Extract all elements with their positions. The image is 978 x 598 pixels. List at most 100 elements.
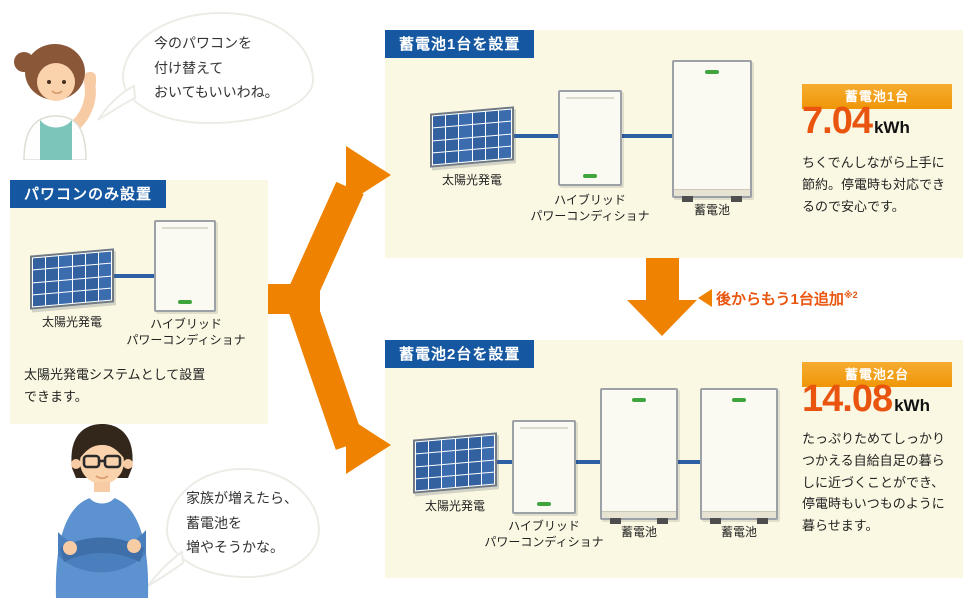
solar-cell xyxy=(416,453,429,466)
solar-cell xyxy=(446,126,459,139)
solar-cell xyxy=(455,462,468,475)
solar-cell xyxy=(429,440,442,453)
solar-cell xyxy=(46,256,59,269)
solar-cell xyxy=(72,278,85,291)
solar-cell xyxy=(498,146,511,159)
solar-panel-icon xyxy=(430,106,514,168)
solar-cell xyxy=(33,269,46,282)
power-conditioner-icon xyxy=(512,420,576,514)
connector-line xyxy=(676,460,704,464)
solar-panel-icon xyxy=(413,432,497,494)
power-conditioner-label: ハイブリッド パワーコンディショナ xyxy=(484,519,604,550)
add-later-text: 後からもう1台追加 xyxy=(716,291,844,308)
solar-cell xyxy=(455,474,468,487)
brand-logo-mark xyxy=(705,70,719,74)
battery-unit-icon xyxy=(600,388,678,524)
solar-cell xyxy=(468,461,481,474)
solar-cell xyxy=(459,149,472,163)
capacity-badge: 蓄電池1台 xyxy=(802,84,952,109)
solar-panel-icon xyxy=(30,248,114,310)
brand-logo-mark xyxy=(732,398,746,402)
brand-logo-mark xyxy=(632,398,646,402)
solar-cell xyxy=(485,135,498,148)
solar-cell xyxy=(446,150,459,164)
battery-label: 蓄電池 xyxy=(693,203,730,217)
battery-base xyxy=(674,189,750,196)
battery-foot xyxy=(710,518,721,524)
solar-cell xyxy=(429,476,442,490)
solar-cell xyxy=(46,268,59,281)
solar-cell xyxy=(485,122,498,136)
battery-unit-icon xyxy=(700,388,778,524)
solar-cell xyxy=(33,294,46,307)
solar-cell xyxy=(481,447,494,461)
solar-cell xyxy=(485,110,498,124)
power-conditioner-label: ハイブリッド パワーコンディショナ xyxy=(530,193,650,224)
solar-cell xyxy=(98,288,111,301)
solar-cell xyxy=(442,451,455,464)
solar-cell xyxy=(33,281,46,295)
solar-cell xyxy=(455,450,468,463)
speech-bubble-woman: 今のパワコンを 付け替えて おいてもいいわね。 xyxy=(122,12,314,124)
speech-bubble-tail-icon xyxy=(97,84,136,121)
solar-cell xyxy=(442,439,455,452)
battery-foot xyxy=(731,196,742,202)
capacity-unit: kWh xyxy=(873,118,910,137)
battery-foot xyxy=(682,196,693,202)
panel-title-two-batteries: 蓄電池2台を設置 xyxy=(385,340,535,368)
solar-cell xyxy=(459,113,472,126)
speech-bubble-man: 家族が増えたら、 蓄電池を 増やそうかな。 xyxy=(166,468,320,578)
solar-cell xyxy=(468,448,481,462)
solar-panel-label: 太陽光発電 xyxy=(41,315,102,329)
solar-cell xyxy=(468,473,481,486)
solar-cell xyxy=(481,460,494,473)
brand-logo-mark xyxy=(583,174,597,178)
connector-line xyxy=(620,134,676,138)
power-conditioner-icon xyxy=(558,90,622,186)
solar-cell xyxy=(455,437,468,451)
solar-cell xyxy=(98,263,111,277)
solar-cell xyxy=(481,472,494,485)
solar-grid xyxy=(33,251,111,307)
solar-cell xyxy=(498,134,511,147)
man-character-illustration xyxy=(55,424,149,598)
solar-cell xyxy=(46,292,59,306)
battery-foot xyxy=(757,518,768,524)
solar-cell xyxy=(59,267,72,280)
add-later-callout: 後からもう1台追加※2 xyxy=(716,288,858,309)
solar-cell xyxy=(46,280,59,294)
solar-cell xyxy=(416,478,429,491)
brand-logo-mark xyxy=(537,502,551,506)
solar-panel-label: 太陽光発電 xyxy=(441,173,502,187)
solar-cell xyxy=(416,441,429,454)
battery-foot xyxy=(657,518,668,524)
solar-cell xyxy=(498,109,511,122)
solar-cell xyxy=(59,279,72,292)
panel-title-one-battery: 蓄電池1台を設置 xyxy=(385,30,535,58)
solar-cell xyxy=(416,465,429,479)
solar-grid xyxy=(433,109,511,165)
solar-panel-label: 太陽光発電 xyxy=(424,499,485,513)
capacity-unit: kWh xyxy=(894,396,930,415)
pv-only-description: 太陽光発電システムとして設置 できます。 xyxy=(24,367,206,404)
solar-cell xyxy=(98,251,111,264)
vent-line xyxy=(566,97,614,99)
speech-bubble-woman-text: 今のパワコンを 付け替えて おいてもいいわね。 xyxy=(154,35,279,100)
solar-cell xyxy=(85,277,98,290)
solar-cell xyxy=(472,124,485,137)
vent-line xyxy=(161,227,209,229)
solar-cell xyxy=(459,137,472,150)
solar-cell xyxy=(98,276,111,289)
solar-cell xyxy=(429,452,442,465)
battery-label: 蓄電池 xyxy=(620,525,657,539)
solar-cell xyxy=(429,464,442,478)
solar-cell xyxy=(59,291,72,305)
solar-cell xyxy=(59,255,72,268)
callout-pointer-icon xyxy=(698,289,712,307)
solar-cell xyxy=(85,264,98,278)
solar-cell xyxy=(72,290,85,303)
solar-cell xyxy=(72,253,85,267)
battery-one-description: ちくでんしながら上手に 節約。停電時も対応でき るので安心です。 xyxy=(802,155,946,214)
